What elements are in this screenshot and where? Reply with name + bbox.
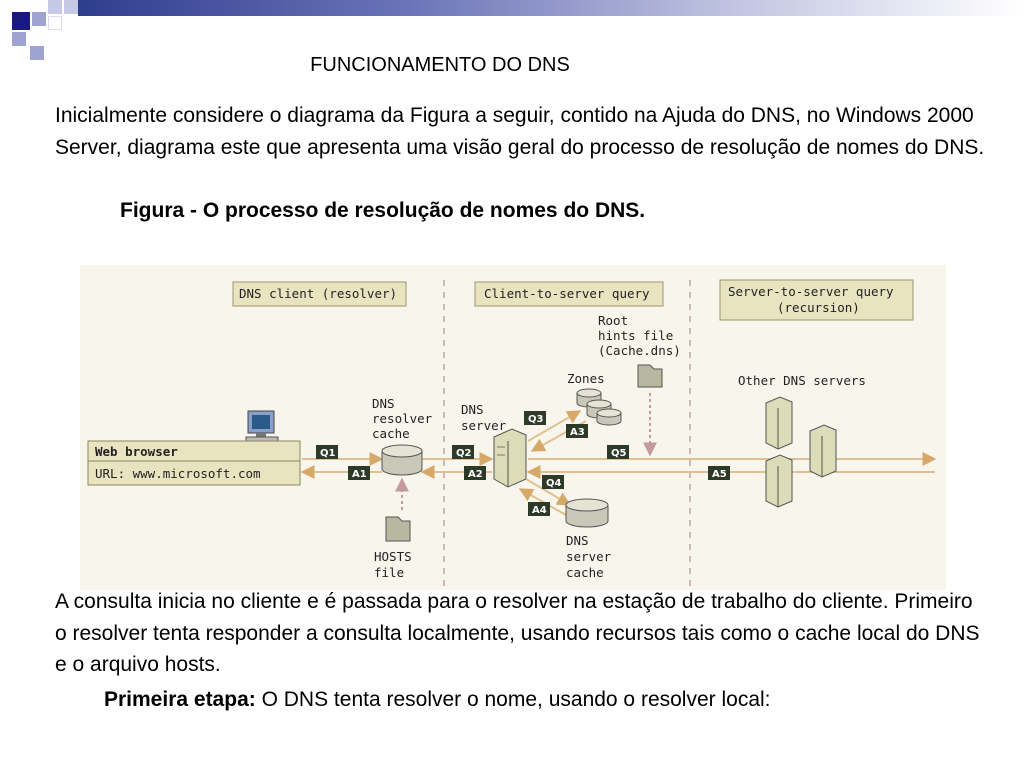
svg-text:Zones: Zones [567,371,605,386]
tag-a1: A1 [348,466,370,480]
svg-text:(recursion): (recursion) [777,300,860,315]
svg-text:Server-to-server query: Server-to-server query [728,284,894,299]
web-browser-box: Web browser URL: www.microsoft.com [87,440,301,486]
root-hints-label: Root hints file (Cache.dns) [598,313,681,358]
svg-text:server: server [566,549,612,564]
server-cache-label: DNS server cache [566,533,612,580]
svg-text:Other DNS servers: Other DNS servers [738,373,866,388]
svg-text:Client-to-server query: Client-to-server query [484,286,650,301]
dns-resolution-diagram: DNS client (resolver) Client-to-server q… [80,265,946,590]
svg-text:cache: cache [566,565,604,580]
zones-label: Zones [567,371,605,386]
svg-text:(Cache.dns): (Cache.dns) [598,343,681,358]
tag-q5: Q5 [607,445,629,459]
arrow-q3 [527,410,582,442]
svg-text:Q2: Q2 [456,448,472,459]
svg-text:server: server [461,418,507,433]
other-dns-servers-icon [765,396,837,508]
tag-a4: A4 [528,502,550,516]
svg-text:A4: A4 [532,505,547,516]
svg-text:Q4: Q4 [546,478,562,489]
svg-text:HOSTS: HOSTS [374,549,412,564]
step-label: Primeira etapa: [104,688,256,711]
svg-text:cache: cache [372,426,410,441]
slide-title: FUNCIONAMENTO DO DNS [310,54,570,76]
corner-decoration [0,0,80,62]
tag-q1: Q1 [316,445,338,459]
svg-text:A2: A2 [468,469,483,480]
root-hints-folder-icon [637,364,663,388]
svg-text:DNS client (resolver): DNS client (resolver) [239,286,397,301]
first-step: Primeira etapa: O DNS tenta resolver o n… [104,688,771,712]
tag-a5: A5 [708,466,730,480]
svg-text:Q3: Q3 [528,414,544,425]
arrow-q4 [525,478,572,506]
intro-paragraph: Inicialmente considere o diagrama da Fig… [55,104,985,159]
step-text: O DNS tenta resolver o nome, usando o re… [255,688,771,711]
tag-q2: Q2 [452,445,474,459]
svg-text:file: file [374,565,404,580]
svg-text:A1: A1 [352,469,367,480]
resolver-cache-cylinder [381,444,423,476]
zones-database-icon [576,388,622,426]
section-label-recursion: Server-to-server query (recursion) [719,279,914,321]
section-label-query: Client-to-server query [474,281,664,307]
tag-q4: Q4 [542,475,564,489]
tag-a3: A3 [566,424,588,438]
svg-text:hints file: hints file [598,328,673,343]
svg-text:A3: A3 [570,427,585,438]
dns-server-icon [493,428,527,488]
dns-server-label: DNS server [461,402,507,433]
figure-caption: Figura - O processo de resolução de nome… [120,199,646,222]
url-label: URL: www.microsoft.com [95,466,261,481]
tag-q3: Q3 [524,411,546,425]
folder-icon [385,516,411,542]
svg-text:DNS: DNS [566,533,589,548]
svg-text:Q1: Q1 [320,448,336,459]
svg-text:DNS: DNS [372,396,395,411]
title-bar-gradient [78,0,1024,16]
other-servers-label: Other DNS servers [738,373,866,388]
explanation-paragraph: A consulta inicia no cliente e é passada… [55,590,980,676]
resolver-cache-label: DNS resolver cache [372,396,433,441]
svg-text:Root: Root [598,313,628,328]
computer-icon [245,410,279,444]
hosts-file-label: HOSTS file [374,549,412,580]
svg-text:DNS: DNS [461,402,484,417]
web-browser-label: Web browser [95,444,178,459]
svg-text:A5: A5 [712,469,727,480]
svg-text:Q5: Q5 [611,448,627,459]
tag-a2: A2 [464,466,486,480]
svg-text:resolver: resolver [372,411,433,426]
section-label-client: DNS client (resolver) [232,281,407,307]
server-cache-cylinder [565,498,609,528]
